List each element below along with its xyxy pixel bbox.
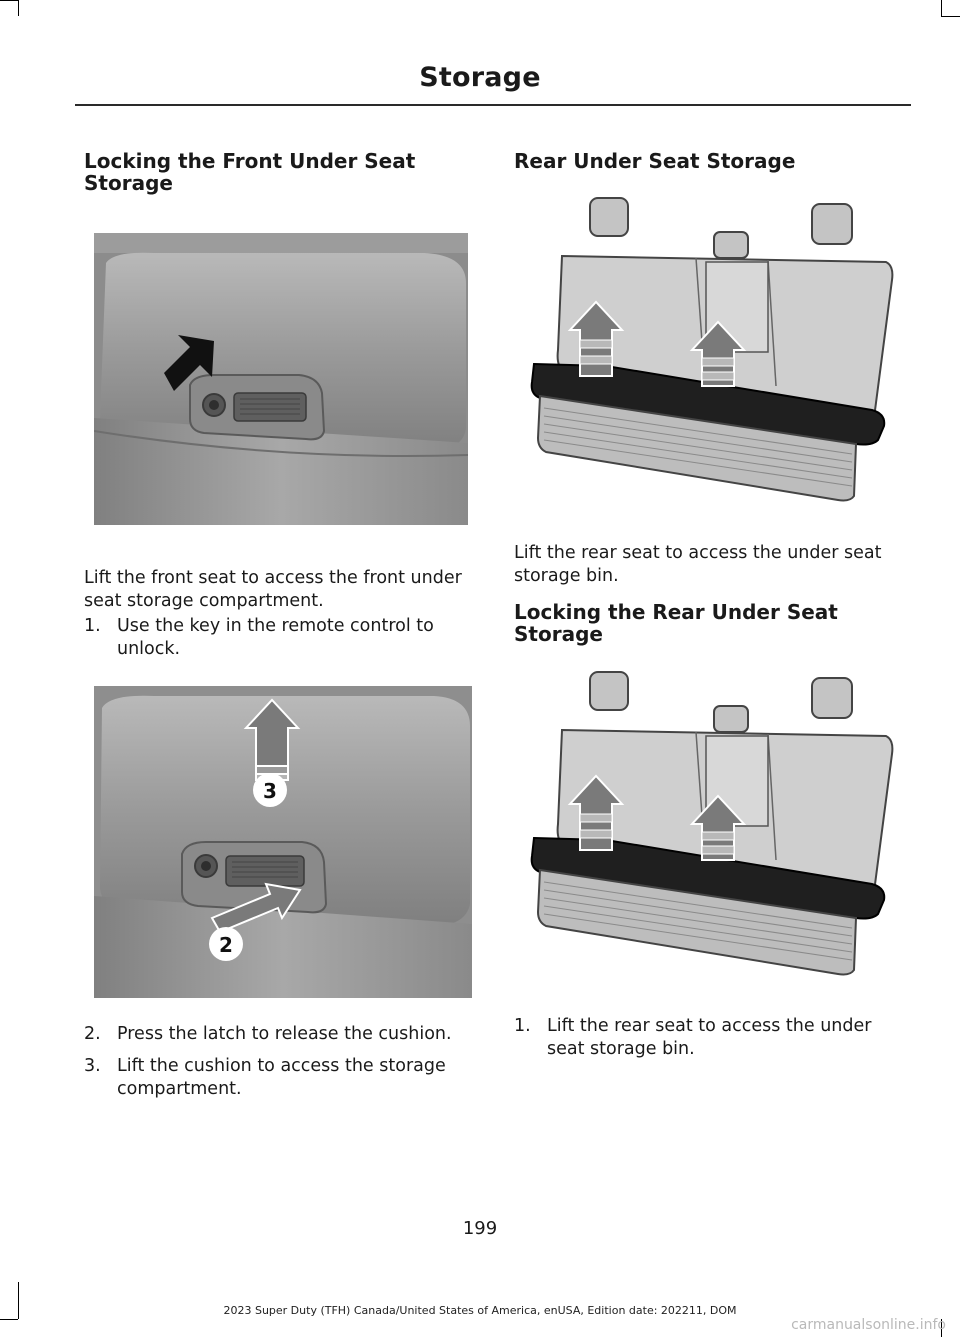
step-1-rear: 1. Lift the rear seat to access the unde… [514,1015,910,1065]
section-heading-rear-lock: Locking the Rear Under Seat Storage [514,600,838,646]
step-number: 1. [84,616,101,636]
step-text: Lift the cushion to access the storage c… [117,1056,446,1099]
section-heading-rear-storage: Rear Under Seat Storage [514,149,796,173]
section-heading-front-lock: Locking the Front Under Seat Storage [84,149,416,195]
footer-edition: 2023 Super Duty (TFH) Canada/United Stat… [223,1304,737,1317]
figure-rear-seat-lock [526,664,906,998]
page-title: Storage [419,62,541,93]
crop-mark [18,1282,19,1319]
step-3-front: 3. Lift the cushion to access the storag… [84,1055,476,1105]
figure-rear-seat-lift [526,190,906,524]
step-text: Use the key in the remote control to unl… [117,616,434,659]
watermark: carmanualsonline.info [791,1317,946,1333]
callout-2: 2 [219,933,233,957]
figure-front-seat-latch [94,233,468,525]
step-text: Press the latch to release the cushion. [117,1024,452,1044]
crop-mark [0,1319,18,1320]
page-number: 199 [462,1218,498,1239]
callout-3: 3 [263,779,277,803]
figure-front-seat-release: 3 2 [94,686,472,998]
crop-mark [18,0,19,16]
crop-mark [0,0,18,1]
crop-mark [941,1319,942,1337]
paragraph-rear-access: Lift the rear seat to access the under s… [514,543,882,586]
crop-mark [941,0,942,16]
step-number: 2. [84,1024,101,1044]
crop-mark [941,16,960,17]
paragraph-front-access: Lift the front seat to access the front … [84,568,462,611]
step-number: 1. [514,1016,531,1036]
step-2-front: 2. Press the latch to release the cushio… [84,1023,476,1049]
step-1-front: 1. Use the key in the remote control to … [84,615,476,665]
step-text: Lift the rear seat to access the under s… [547,1016,872,1059]
step-number: 3. [84,1056,101,1076]
header-rule [75,104,911,106]
